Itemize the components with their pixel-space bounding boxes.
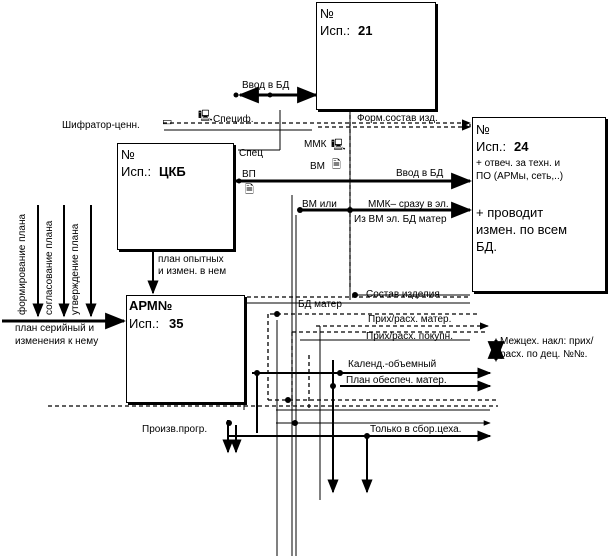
label-mezhtseh-1: Межцех. накл: прих/: [500, 336, 594, 347]
label-prih-pokupn: Прих/расх. покупн.: [366, 331, 453, 342]
box-24-isp-value: 24: [514, 139, 529, 154]
label-vvod-bd-top: Ввод в БД: [242, 80, 290, 91]
label-iz-vm: Из ВМ эл. БД матер: [354, 214, 447, 225]
label-plan-obesp: План обеспеч. матер.: [346, 375, 447, 386]
label-utverzhdenie-plana: утверждение плана: [70, 223, 81, 315]
label-prih-mater: Прих/расх. матер.: [368, 314, 452, 325]
box-tskb-number: №: [121, 147, 135, 162]
label-plan-serial-1: план серийный и: [15, 323, 95, 334]
box-tskb-isp-label: Исп.:: [121, 164, 152, 179]
box-tskb-isp-value: ЦКБ: [159, 164, 186, 179]
label-vvod-bd-mid: Ввод в БД: [396, 168, 444, 179]
label-vp: ВП: [242, 169, 256, 180]
label-mmk-srazu: ММК– сразу в эл.: [368, 199, 449, 210]
label-form-sostav: Форм.состав изд.: [357, 113, 438, 124]
box-24: № Исп.: 24 + отвеч. за техн. и ПО (АРМы,…: [472, 117, 606, 292]
label-mezhtseh-2: расх. по дец. №№.: [500, 349, 588, 360]
label-plan-opytnyh-1: план опытных: [158, 254, 224, 265]
box-24-big-line2: измен. по всем: [476, 222, 568, 237]
label-spets: Спец: [239, 148, 263, 159]
label-shifrator: Шифратор-ценн.: [62, 120, 140, 131]
label-sostav-izdeliya: Состав изделия: [366, 289, 440, 300]
box-24-big-line1: + проводит: [476, 205, 544, 220]
box-24-number: №: [476, 122, 490, 137]
box-arm-title: АРМ№: [129, 298, 173, 313]
label-proizv: Произв.прогр.: [142, 424, 208, 435]
document-icon: 🗎: [245, 184, 254, 196]
computer-icon: 🖳: [198, 110, 213, 122]
document-icon: 🗎: [332, 159, 341, 171]
computer-icon: ▭: [162, 116, 173, 128]
label-tolko: Только в сбор.цеха.: [370, 424, 462, 435]
box-24-note-line1: + отвеч. за техн. и: [476, 158, 561, 169]
label-mmk: ММК: [304, 139, 327, 150]
label-specif: Специф.: [213, 114, 254, 125]
box-24-note-line2: ПО (АРМы, сеть,..): [476, 171, 564, 182]
box-21-number: №: [320, 6, 334, 21]
box-24-isp-label: Исп.:: [476, 139, 507, 154]
label-formirovanie-plana: формирование плана: [17, 213, 28, 315]
box-21-isp-label: Исп.:: [320, 23, 351, 38]
box-tskb: № Исп.: ЦКБ: [117, 143, 234, 250]
label-soglasovanie-plana: согласование плана: [44, 220, 55, 315]
computer-icon: 🖳: [331, 139, 346, 151]
box-24-big-line3: БД.: [476, 239, 497, 254]
box-arm-isp-value: 35: [169, 316, 184, 331]
label-plan-opytnyh-2: и измен. в нем: [158, 266, 227, 277]
label-bd-mater: БД матер: [298, 299, 342, 310]
box-21: № Исп.: 21: [316, 2, 436, 110]
label-plan-serial-2: изменения к нему: [15, 336, 99, 347]
label-vm-ili: ВМ или: [302, 199, 337, 210]
label-vm: ВМ: [310, 161, 325, 172]
box-arm-35: АРМ№ Исп.: 35: [126, 295, 245, 403]
box-arm-isp-label: Исп.:: [129, 316, 160, 331]
box-21-isp-value: 21: [358, 23, 373, 38]
label-kalend: Календ.-объемный: [348, 359, 437, 370]
